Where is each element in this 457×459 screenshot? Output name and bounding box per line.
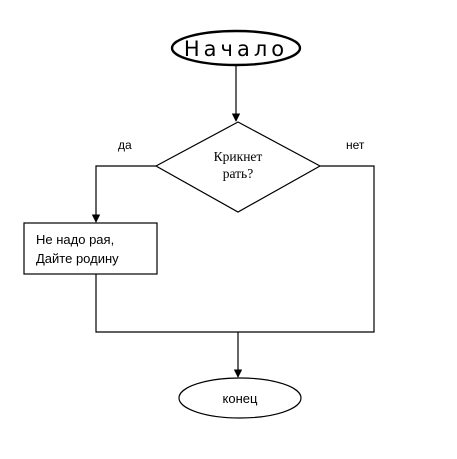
process-label-line1: Не надо рая, — [36, 232, 114, 247]
no-branch-label: нет — [346, 138, 365, 152]
arrow-decision-to-process — [91, 165, 156, 223]
decision-label-line2: рать? — [223, 166, 253, 181]
start-label: Начало — [184, 37, 288, 61]
start-terminator — [170, 29, 302, 67]
decision-label-line1: Крикнет — [214, 149, 263, 164]
end-terminator — [178, 377, 302, 419]
process-label-line2: Дайте родину — [36, 251, 119, 266]
yes-branch-label: да — [118, 138, 132, 152]
process-box — [23, 222, 158, 275]
end-label: конец — [223, 391, 258, 406]
process-to-merge-connector — [95, 274, 238, 333]
no-branch-connector — [238, 165, 375, 333]
decision-diamond — [154, 121, 322, 213]
